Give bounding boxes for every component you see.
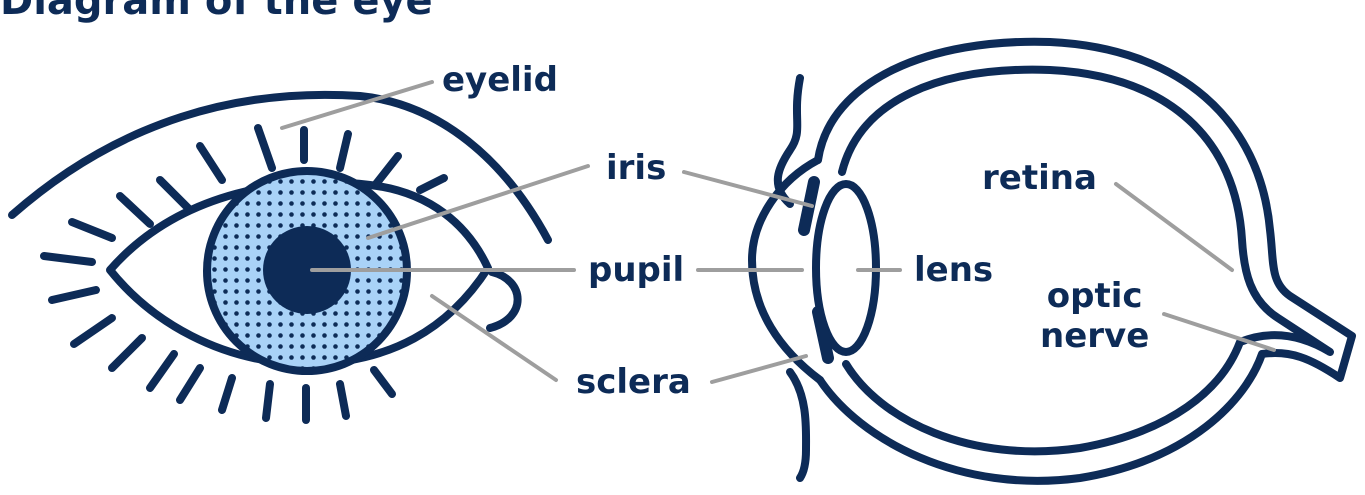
label-sclera: sclera [576, 362, 691, 402]
label-retina: retina [982, 158, 1097, 198]
retina-leader [1116, 184, 1232, 270]
side-eye [752, 42, 1352, 481]
lower-eyelid [790, 372, 806, 478]
label-lens: lens [914, 250, 993, 290]
optic-nerve-leader [1164, 314, 1274, 350]
label-eyelid: eyelid [442, 60, 558, 100]
label-optic-line2: nerve [1040, 316, 1149, 356]
label-iris: iris [606, 148, 666, 188]
label-optic-line1: optic [1040, 276, 1149, 316]
lower-lid-bump [490, 272, 518, 328]
label-optic-nerve: optic nerve [1040, 276, 1149, 356]
label-pupil: pupil [588, 250, 684, 290]
sclera-leader-left [432, 296, 556, 380]
iris-side-bottom [818, 312, 828, 358]
iris-leader-left [368, 166, 588, 238]
